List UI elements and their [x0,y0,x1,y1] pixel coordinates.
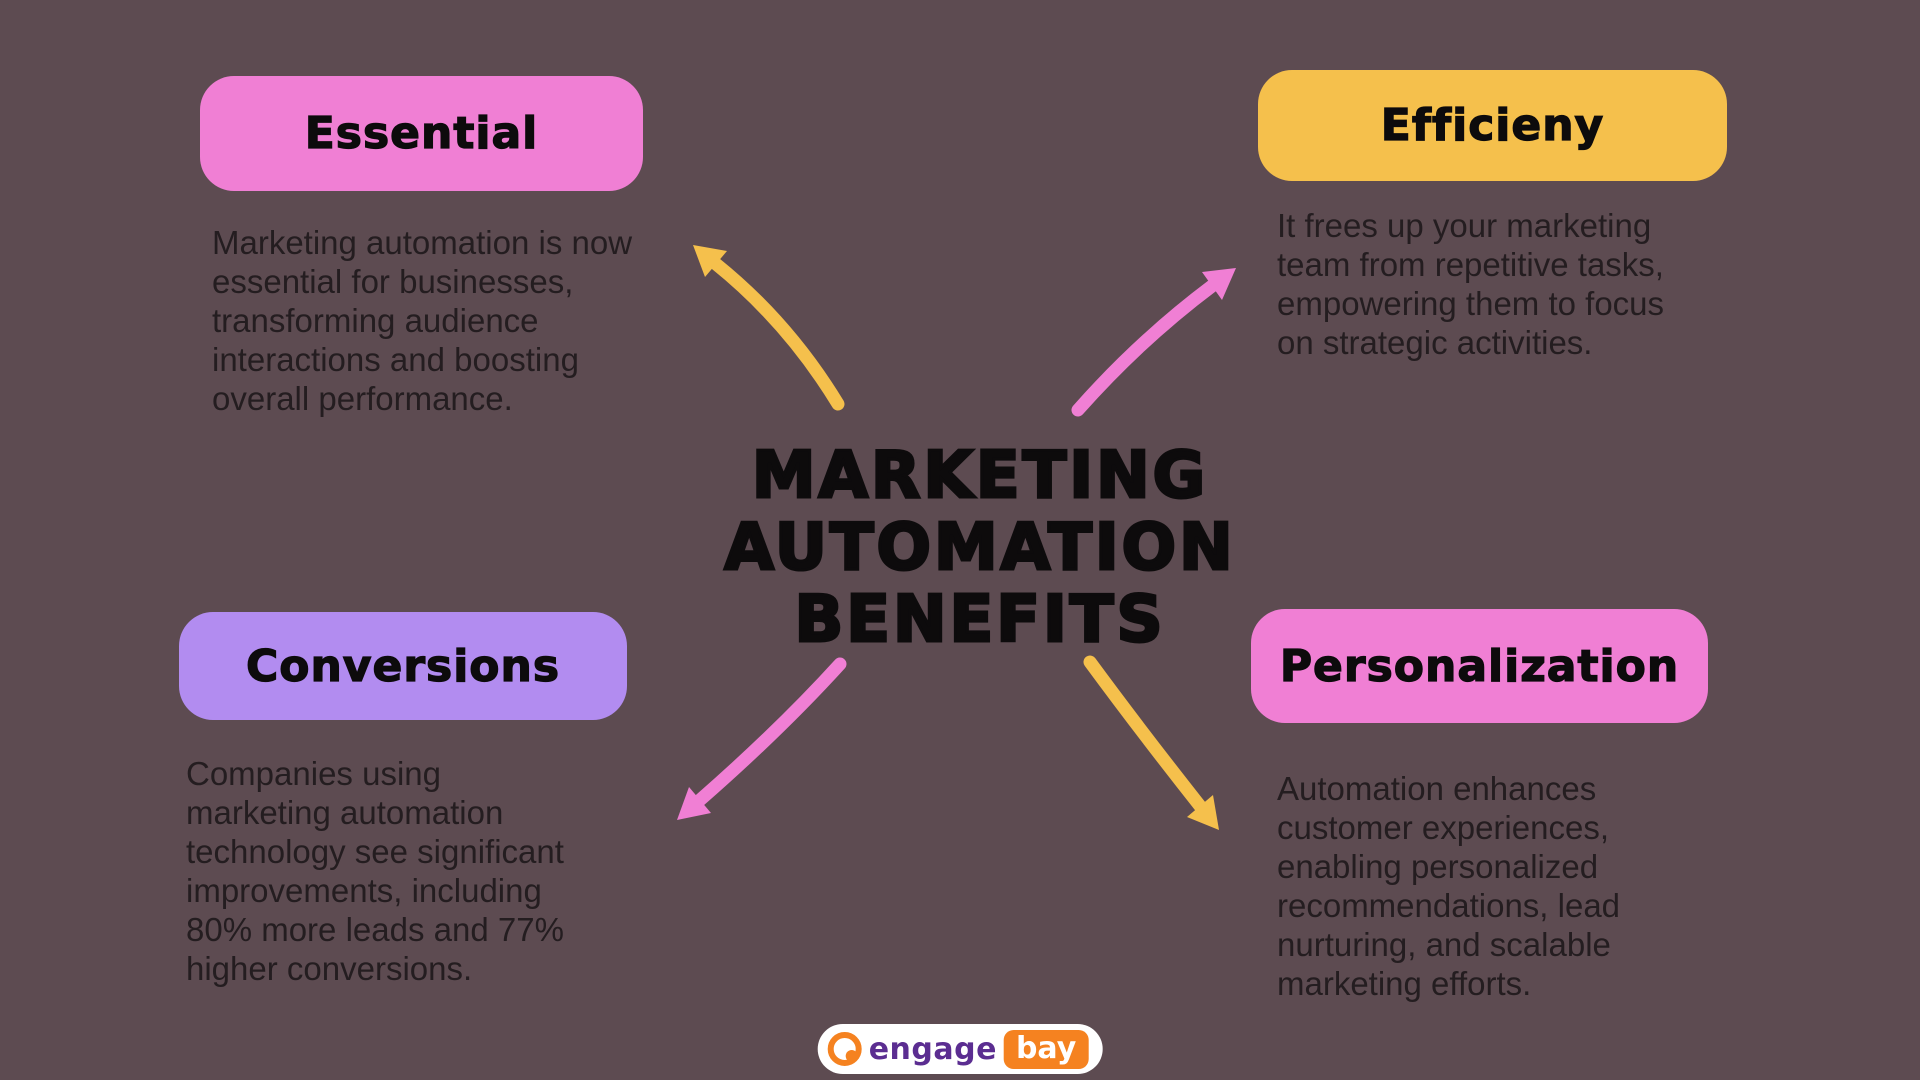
main-title-line-2: AUTOMATION [723,511,1236,586]
arrow-to-personalization-icon [1083,655,1219,830]
engagebay-logo-engage-text: engage [868,1031,997,1067]
badge-efficiency: Efficieny [1258,70,1727,181]
badge-personalization-label: Personalization [1279,640,1680,692]
main-title-line-3: BENEFITS [793,583,1166,658]
badge-conversions: Conversions [179,612,627,720]
essential-description: Marketing automation is now essential fo… [212,224,633,417]
badge-personalization: Personalization [1251,609,1708,723]
badge-efficiency-label: Efficieny [1380,99,1605,151]
badge-essential: Essential [200,76,643,191]
badge-essential-label: Essential [304,107,539,159]
engagebay-logo-bay-text: bay [1003,1029,1089,1069]
main-title: MARKETING AUTOMATION BENEFITS [690,439,1270,658]
arrow-to-conversions-icon [677,657,847,820]
arrow-to-efficiency-icon [1071,268,1236,417]
main-title-line-1: MARKETING [750,439,1209,514]
conversions-description: Companies using marketing automation tec… [186,755,564,987]
efficiency-description: It frees up your marketing team from rep… [1277,207,1665,361]
engagebay-logo-icon [827,1032,862,1066]
personalization-description: Automation enhances customer experiences… [1277,770,1621,1002]
badge-conversions-label: Conversions [245,640,561,692]
arrow-to-essential-icon [693,245,845,411]
engagebay-logo[interactable]: engage bay [817,1024,1103,1074]
